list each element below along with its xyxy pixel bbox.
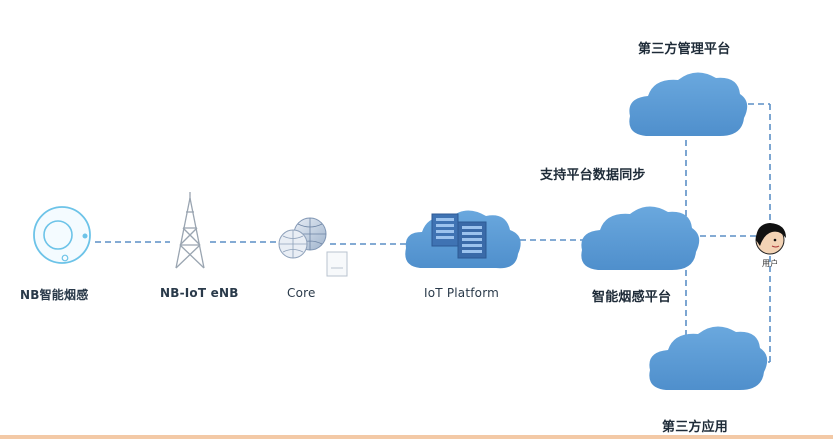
smart-platform-cloud-icon (581, 206, 700, 270)
smart-platform-label: 智能烟感平台 (592, 290, 672, 305)
radio-tower-icon (175, 192, 205, 269)
iot-platform-label: IoT Platform (424, 286, 500, 300)
bottom-strip (0, 435, 833, 439)
user-avatar-icon (755, 223, 786, 255)
core-network-icon (278, 217, 348, 277)
smoke-detector-icon (33, 206, 91, 264)
server-rack-icon (431, 213, 487, 259)
app-cloud-icon (649, 326, 768, 390)
sensor-label: NB智能烟感 (20, 288, 89, 302)
sync-annotation: 支持平台数据同步 (540, 168, 646, 183)
third-party-app-label: 第三方应用 (662, 420, 729, 435)
mgmt-cloud-icon (629, 72, 748, 136)
enb-label: NB-IoT eNB (160, 286, 239, 300)
core-label: Core (287, 286, 316, 300)
server-cloud-icon (405, 210, 521, 269)
mgmt-platform-label: 第三方管理平台 (638, 42, 731, 57)
user-label: 用户 (762, 259, 779, 268)
